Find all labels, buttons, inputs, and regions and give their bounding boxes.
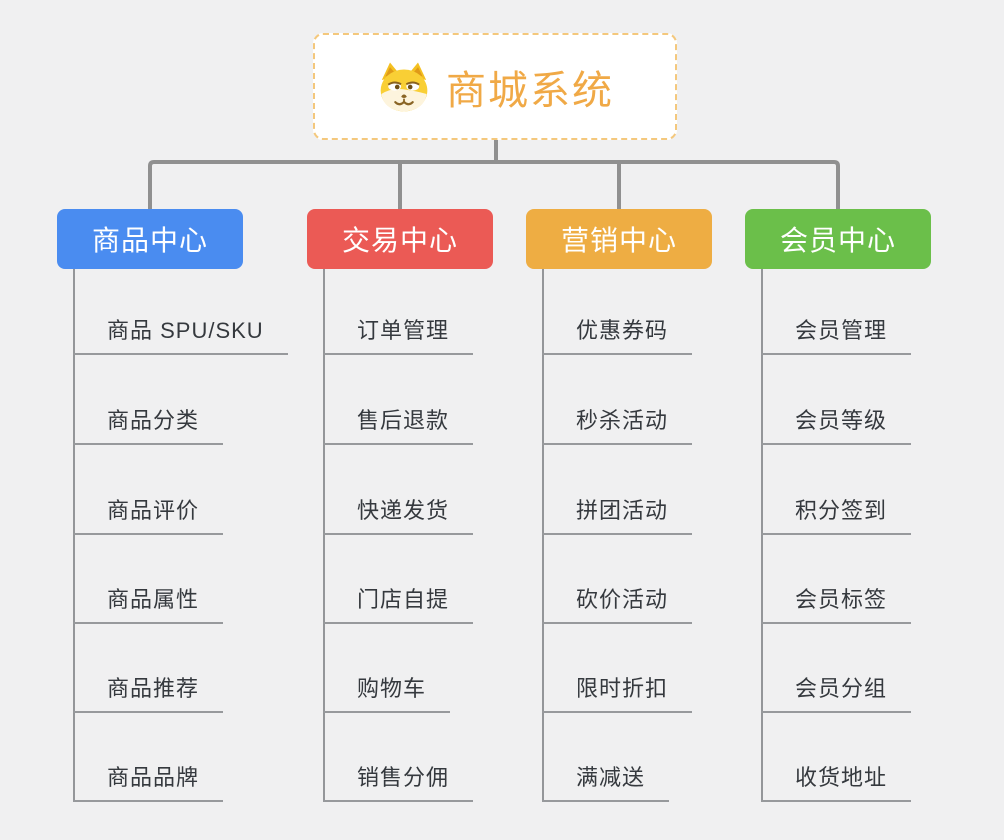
leaf-item[interactable]: 满减送 [542,757,670,802]
column-trunk-line [73,269,75,802]
leaf-item[interactable]: 商品推荐 [73,668,224,713]
leaf-item[interactable]: 售后退款 [323,400,474,445]
root-title: 商城系统 [446,68,614,113]
leaf-item[interactable]: 商品 SPU/SKU [73,310,288,355]
leaf-item[interactable]: 优惠券码 [542,310,693,355]
root-node[interactable]: 商城系统 [313,33,677,140]
leaf-item[interactable]: 购物车 [323,668,451,713]
dog-face-icon [376,61,432,113]
branch-node-marketing-center[interactable]: 营销中心 [526,209,712,269]
leaf-item[interactable]: 订单管理 [323,310,474,355]
leaf-item[interactable]: 会员标签 [761,579,912,624]
branch-label: 营销中心 [560,225,677,256]
leaf-item[interactable]: 商品评价 [73,490,224,535]
leaf-item[interactable]: 商品品牌 [73,757,224,802]
leaf-item[interactable]: 秒杀活动 [542,400,693,445]
leaf-item[interactable]: 会员等级 [761,400,912,445]
leaf-item[interactable]: 快递发货 [323,490,474,535]
leaf-item[interactable]: 积分签到 [761,490,912,535]
column-trunk-line [761,269,763,802]
leaf-item[interactable]: 拼团活动 [542,490,693,535]
branch-node-product-center[interactable]: 商品中心 [57,209,243,269]
leaf-item[interactable]: 商品分类 [73,400,224,445]
column-trunk-line [323,269,325,802]
leaf-item[interactable]: 会员分组 [761,668,912,713]
branch-label: 交易中心 [341,225,458,256]
branch-node-member-center[interactable]: 会员中心 [745,209,931,269]
leaf-item[interactable]: 销售分佣 [323,757,474,802]
leaf-item[interactable]: 商品属性 [73,579,224,624]
column-trunk-line [542,269,544,802]
branch-node-trade-center[interactable]: 交易中心 [307,209,493,269]
leaf-item[interactable]: 会员管理 [761,310,912,355]
leaf-item[interactable]: 门店自提 [323,579,474,624]
branch-label: 会员中心 [779,225,896,256]
leaf-item[interactable]: 限时折扣 [542,668,693,713]
leaf-item[interactable]: 砍价活动 [542,579,693,624]
branch-label: 商品中心 [91,225,208,256]
leaf-item[interactable]: 收货地址 [761,757,912,802]
branch-rail-line [148,160,840,210]
